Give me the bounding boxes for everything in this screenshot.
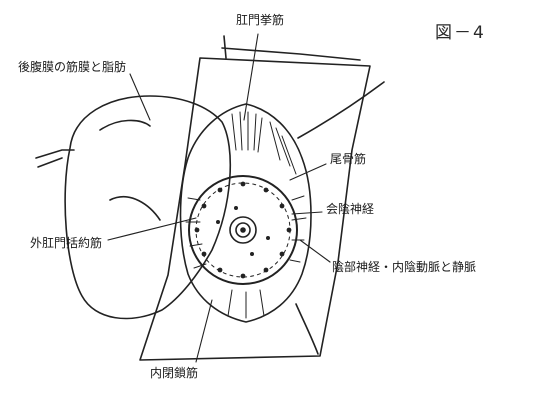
label-pudendal-vessels: 陰部神経・内陰動脈と静脈 xyxy=(332,260,476,274)
label-external-sphincter: 外肛門括約筋 xyxy=(30,236,102,250)
label-perineal-nerve: 会陰神経 xyxy=(326,202,374,216)
muscle-fibres xyxy=(186,112,306,318)
label-levator-ani: 肛門挙筋 xyxy=(236,13,284,27)
right-retractor-upper xyxy=(298,82,384,138)
fat-lobe-crease xyxy=(100,120,160,220)
wound-outline xyxy=(181,104,312,322)
label-obturator-internus: 内閉鎖筋 xyxy=(150,366,198,380)
right-retractor-lower xyxy=(296,304,318,354)
label-coccygeus: 尾骨筋 xyxy=(330,152,366,166)
figure-number: 図－4 xyxy=(435,18,486,43)
drape-top-fold xyxy=(222,36,360,60)
label-ischiorectal-fat: 後腹膜の筋膜と脂肪 xyxy=(18,60,126,74)
